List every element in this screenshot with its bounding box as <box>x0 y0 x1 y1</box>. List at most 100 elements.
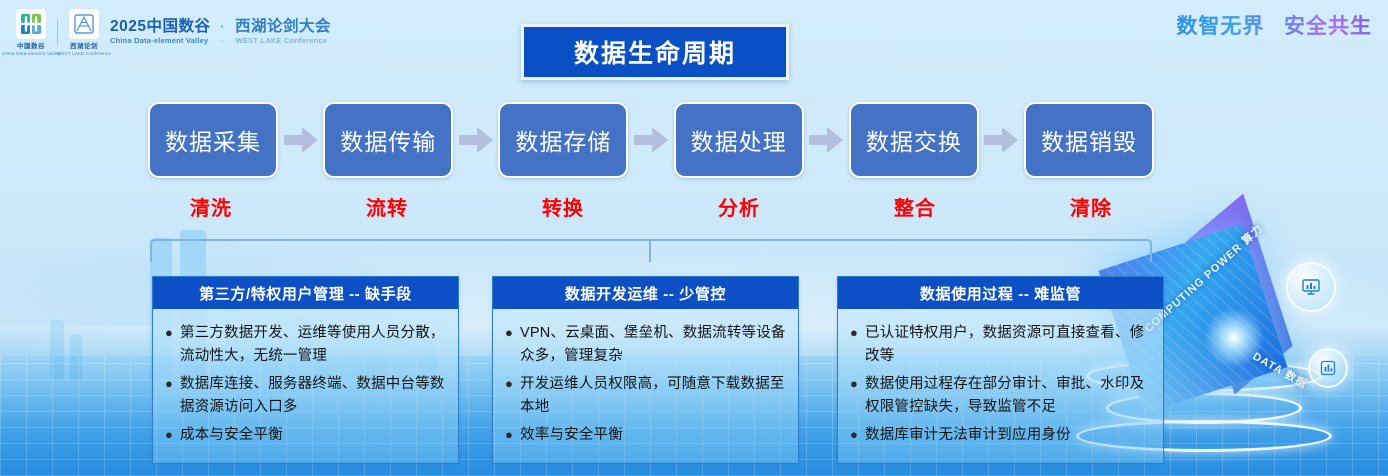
tag-gap-5 <box>978 192 1028 220</box>
flow-step-5[interactable]: 数据交换 <box>848 101 979 178</box>
flow-arrow-5 <box>979 126 1024 153</box>
lifecycle-flow: 数据采集 数据传输 数据存储 数据处理 数据交换 数据销毁 <box>148 101 1155 178</box>
tag-gap-2 <box>450 192 500 220</box>
issue-panel-header-1: 第三方/特权用户管理 -- 缺手段 <box>153 277 458 309</box>
issue-bullet: ● VPN、云桌面、堡垒机、数据流转等设备众多，管理复杂 <box>505 322 788 368</box>
flow-arrow-1 <box>278 126 323 153</box>
flow-arrow-4 <box>804 126 849 153</box>
issue-bullet: ● 数据库连接、服务器终端、数据中台等数据资源访问入口多 <box>165 373 448 419</box>
flow-tag-3: 转换 <box>542 198 584 220</box>
flow-tag-1: 清洗 <box>190 198 232 220</box>
tag-gap-3 <box>626 192 676 220</box>
issue-bullet: ● 第三方数据开发、运维等使用人员分散，流动性大，无统一管理 <box>165 322 448 368</box>
flow-step-label: 数据传输 <box>340 128 437 155</box>
event-title-cn-part1: 2025中国数谷 <box>110 18 211 36</box>
flow-tag-4: 分析 <box>718 198 760 220</box>
flow-step-label: 数据采集 <box>165 128 261 155</box>
flow-step-label: 数据销毁 <box>1041 128 1138 155</box>
flow-step-4[interactable]: 数据处理 <box>673 101 804 178</box>
issue-panel-header-3: 数据使用过程 -- 难监管 <box>838 277 1163 309</box>
event-title-en-separator: · <box>220 36 224 46</box>
issue-bullet-text: 已认证特权用户，数据资源可直接查看、修改等 <box>865 325 1145 364</box>
issue-bullet: ● 开发运维人员权限高，可随意下载数据至本地 <box>505 373 788 419</box>
issue-bullet-text: 效率与安全平衡 <box>520 427 623 443</box>
event-title-cn-part2: 西湖论剑大会 <box>234 18 331 36</box>
logo-caption-en: China Data-element Valley <box>1 51 61 56</box>
cube-label-data: DATA 数据 <box>1250 350 1310 392</box>
flow-step-label: 数据交换 <box>865 128 962 155</box>
logo-divider <box>57 19 58 45</box>
issue-panel-title: 第三方/特权用户管理 -- 缺手段 <box>199 285 412 303</box>
flow-tag-5: 整合 <box>894 198 936 220</box>
bullet-dot-icon: ● <box>165 376 173 391</box>
cube-light-flare <box>1204 308 1264 368</box>
flow-arrow-3 <box>628 126 673 153</box>
issue-bullet: ● 数据库审计无法审计到应用身份 <box>850 424 1153 447</box>
slogan-part1: 数智无界 <box>1176 14 1265 38</box>
issue-bullet-text: 第三方数据开发、运维等使用人员分散，流动性大，无统一管理 <box>180 325 445 364</box>
page-title-text: 数据生命周期 <box>573 40 736 68</box>
bullet-dot-icon: ● <box>505 376 513 391</box>
issue-bullet-text: 数据库连接、服务器终端、数据中台等数据资源访问入口多 <box>180 376 445 415</box>
bullet-dot-icon: ● <box>505 427 513 442</box>
flow-step-label: 数据处理 <box>690 128 787 155</box>
issue-panel-1: 第三方/特权用户管理 -- 缺手段 ● 第三方数据开发、运维等使用人员分散，流动性大… <box>152 276 459 464</box>
issue-bullet: ●已认证特权用户，数据资源可直接查看、修改等 <box>850 322 1153 368</box>
logo-mark-icon <box>15 8 47 40</box>
slogan-part2: 安全共生 <box>1284 14 1372 38</box>
event-title-en-part2: WEST LAKE Conference <box>235 36 328 46</box>
issue-panels: 第三方/特权用户管理 -- 缺手段 ● 第三方数据开发、运维等使用人员分散，流动性大… <box>152 276 1164 464</box>
bullet-dot-icon: ● <box>505 325 513 340</box>
page-title: 数据生命周期 <box>521 24 789 80</box>
tag-gap-4 <box>802 192 852 220</box>
event-title-en: China Data-element Valley · WEST LAKE Co… <box>110 37 331 45</box>
issue-panel-title: 数据使用过程 -- 难监管 <box>919 285 1082 303</box>
bullet-dot-icon: ● <box>850 376 858 391</box>
issue-panel-body-3: ●已认证特权用户，数据资源可直接查看、修改等●数据使用过程存在部分审计、审批、水… <box>838 309 1163 447</box>
slogan-separator: = <box>1267 19 1281 37</box>
issue-panel-3: 数据使用过程 -- 难监管●已认证特权用户，数据资源可直接查看、修改等●数据使用… <box>837 276 1164 464</box>
issue-bullet-text: 成本与安全平衡 <box>180 427 283 443</box>
flow-step-3[interactable]: 数据存储 <box>498 101 629 178</box>
tag-gap-1 <box>274 192 324 220</box>
flow-tag-2: 流转 <box>366 198 408 220</box>
flow-tag-6: 清除 <box>1070 198 1112 220</box>
bullet-dot-icon: ● <box>165 427 173 442</box>
issue-bullet: ● 效率与安全平衡 <box>505 424 788 447</box>
issue-panel-header-2: 数据开发运维 -- 少管控 <box>493 277 798 309</box>
event-title-separator: · <box>220 19 226 35</box>
bullet-dot-icon: ● <box>850 427 858 442</box>
flow-step-1[interactable]: 数据采集 <box>148 101 278 178</box>
issue-panel-2: 数据开发运维 -- 少管控 ● VPN、云桌面、堡垒机、数据流转等设备众多，管理复杂… <box>492 276 799 464</box>
event-title-block: 2025中国数谷 · 西湖论剑大会 China Data-element Val… <box>110 18 331 45</box>
flow-step-label: 数据存储 <box>515 128 612 155</box>
event-title-cn: 2025中国数谷 · 西湖论剑大会 <box>110 18 331 35</box>
issue-panel-body-1: ● 第三方数据开发、运维等使用人员分散，流动性大，无统一管理 ● 数据库连接、服务器终… <box>153 309 458 447</box>
issue-panel-title: 数据开发运维 -- 少管控 <box>564 285 727 303</box>
bullet-dot-icon: ● <box>165 325 173 340</box>
west-lake-mark-icon <box>68 8 100 40</box>
logo-west-lake: 西湖论剑 WEST LAKE Conference <box>57 8 111 56</box>
logo-caption-cn: 中国数谷 <box>17 43 45 50</box>
grouping-bracket <box>150 236 1152 266</box>
bar-chart-icon <box>1308 348 1348 388</box>
event-title-en-part1: China Data-element Valley <box>110 36 209 46</box>
issue-bullet-text: 开发运维人员权限高，可随意下载数据至本地 <box>520 376 785 415</box>
flow-step-6[interactable]: 数据销毁 <box>1024 101 1155 178</box>
issue-bullet: ● 成本与安全平衡 <box>165 424 448 447</box>
monitor-chart-icon <box>1286 262 1336 312</box>
flow-step-2[interactable]: 数据传输 <box>323 101 454 178</box>
west-lake-caption-en: WEST LAKE Conference <box>56 51 112 56</box>
west-lake-caption-cn: 西湖论剑 <box>70 43 98 50</box>
issue-bullet-text: 数据库审计无法审计到应用身份 <box>865 427 1071 443</box>
issue-bullet-text: 数据使用过程存在部分审计、审批、水印及权限管控缺失，导致监管不足 <box>865 376 1145 415</box>
flow-arrow-2 <box>453 126 498 153</box>
cube-side-face <box>1185 193 1293 395</box>
issue-bullet: ● 数据使用过程存在部分审计、审批、水印及权限管控缺失，导致监管不足 <box>850 373 1153 419</box>
logo-china-data-valley: 中国数谷 China Data-element Valley <box>2 8 60 56</box>
issue-panel-body-2: ● VPN、云桌面、堡垒机、数据流转等设备众多，管理复杂 ● 开发运维人员权限高，可随… <box>493 309 798 447</box>
event-logo: 中国数谷 China Data-element Valley 西湖论剑 WEST… <box>2 8 331 56</box>
issue-bullet-text: VPN、云桌面、堡垒机、数据流转等设备众多，管理复杂 <box>520 325 786 364</box>
lifecycle-tags: 清洗 流转 转换 分析 整合 清除 <box>148 192 1154 220</box>
